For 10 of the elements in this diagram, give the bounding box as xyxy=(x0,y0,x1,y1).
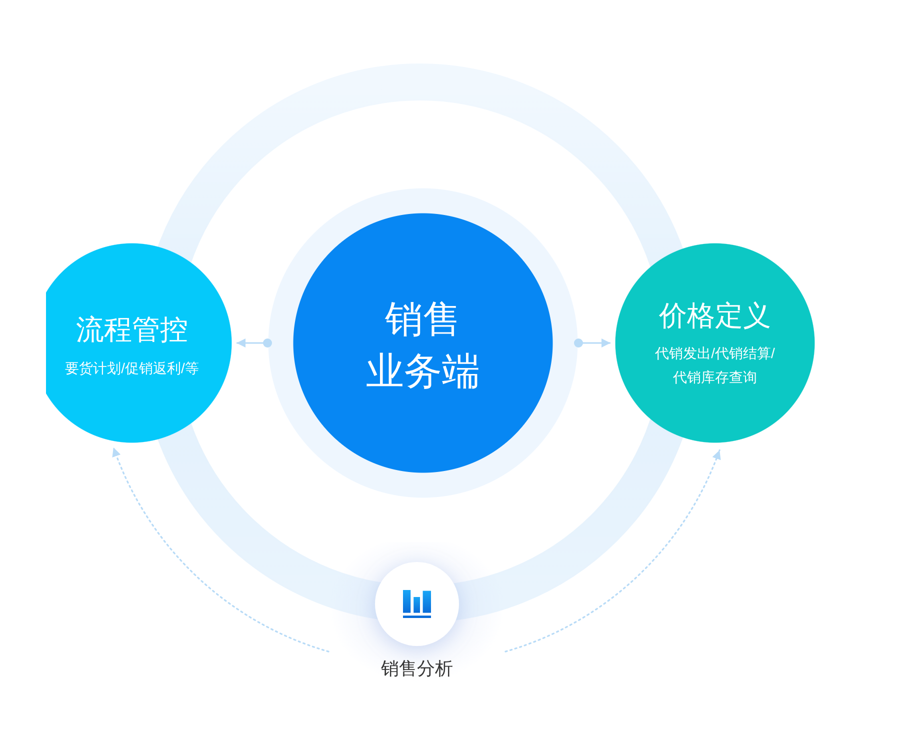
circle-title: 销售业务端 xyxy=(365,298,481,395)
dotted-arrow xyxy=(504,449,721,652)
arrow xyxy=(574,338,610,348)
circle-subtitle: 要货计划/促销返利/等 xyxy=(65,358,199,378)
circle-title: 价格定义 xyxy=(659,298,771,333)
circle-subtitle: 代销发出/代销结算/代销库存查询 xyxy=(654,344,776,387)
arrow xyxy=(236,338,272,348)
dotted-arrow xyxy=(112,446,330,652)
circle-title: 流程管控 xyxy=(76,312,188,347)
node-label: 销售分析 xyxy=(381,657,453,680)
